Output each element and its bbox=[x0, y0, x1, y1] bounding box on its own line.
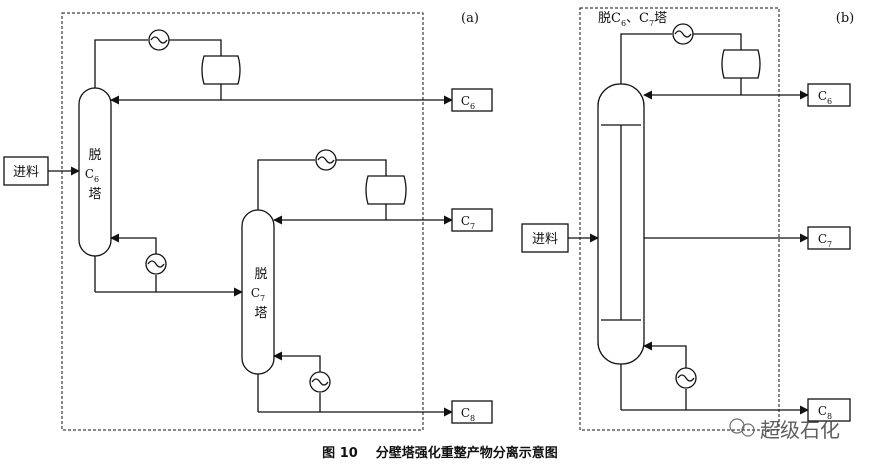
wechat-icon-bubble bbox=[741, 423, 755, 437]
c6-overhead-line bbox=[94, 39, 148, 88]
c7-column-label-bot: 塔 bbox=[254, 306, 267, 321]
product-c8-label-a: C8 bbox=[461, 406, 475, 423]
c6-reboiler-wave bbox=[147, 260, 165, 268]
panel-a: (a) 进料 脱 C6 塔 脱 C7 塔 bbox=[3, 11, 493, 431]
c6-column bbox=[78, 87, 112, 257]
dwc-overhead-line bbox=[620, 33, 672, 84]
dwc-condenser-out bbox=[693, 33, 742, 50]
c7-overhead-line bbox=[257, 159, 315, 210]
figure-caption: 图 10 分壁塔强化重整产物分离示意图 bbox=[322, 445, 558, 461]
product-c6-label-b: C6 bbox=[818, 89, 832, 106]
panel-b: (b) 脱C6、C7塔 进料 C6 C7 C8 bbox=[521, 7, 854, 431]
dwc-reflux-drum bbox=[721, 49, 761, 79]
dwc-condenser-wave bbox=[674, 30, 692, 38]
figure-number: 图 10 bbox=[322, 446, 358, 461]
c7-reflux-drum bbox=[365, 175, 407, 205]
product-c8-label-b: C8 bbox=[818, 404, 832, 421]
product-c8-box-b bbox=[807, 398, 851, 422]
panel-b-frame bbox=[579, 7, 780, 431]
feed-label-a: 进料 bbox=[13, 165, 39, 180]
product-c8-box-a bbox=[451, 400, 493, 424]
panel-a-tag: (a) bbox=[461, 11, 479, 26]
panel-a-frame bbox=[61, 12, 424, 431]
feed-label-b: 进料 bbox=[532, 232, 558, 247]
dwc-column-title: 脱C6、C7塔 bbox=[598, 11, 667, 28]
product-c7-label-b: C7 bbox=[818, 232, 832, 249]
c6-column-label-mid: C6 bbox=[85, 167, 99, 184]
product-c6-label-a: C6 bbox=[461, 94, 475, 111]
product-c7-box-b bbox=[807, 226, 851, 250]
product-c7-label-a: C7 bbox=[461, 214, 475, 231]
c7-condenser-wave bbox=[317, 156, 335, 164]
dwc-reboiler-wave bbox=[677, 374, 695, 382]
c6-condenser-out bbox=[169, 39, 222, 56]
c6-column-label-top: 脱 bbox=[88, 148, 101, 163]
c6-condenser-wave bbox=[150, 36, 168, 44]
c6-reboiler-return bbox=[110, 233, 157, 254]
feed-box-b bbox=[521, 223, 569, 253]
watermark-text: 超级石化 bbox=[760, 418, 840, 442]
c7-column-label-top: 脱 bbox=[254, 267, 267, 282]
panel-b-tag: (b) bbox=[836, 11, 854, 26]
c7-condenser-out bbox=[336, 159, 387, 176]
c7-column-label-mid: C7 bbox=[251, 286, 265, 303]
c7-reboiler-return bbox=[273, 351, 321, 372]
dwc-reboiler-return bbox=[643, 341, 687, 368]
c7-reboiler-wave bbox=[311, 378, 329, 386]
figure-title: 分壁塔强化重整产物分离示意图 bbox=[376, 445, 558, 461]
product-c6-box-b bbox=[807, 83, 851, 107]
c6-column-label-bot: 塔 bbox=[88, 187, 101, 202]
watermark: 超级石化 bbox=[729, 418, 840, 442]
product-c6-box-a bbox=[451, 88, 493, 112]
product-c7-box-a bbox=[451, 208, 493, 232]
c6-reflux-drum bbox=[201, 55, 241, 85]
